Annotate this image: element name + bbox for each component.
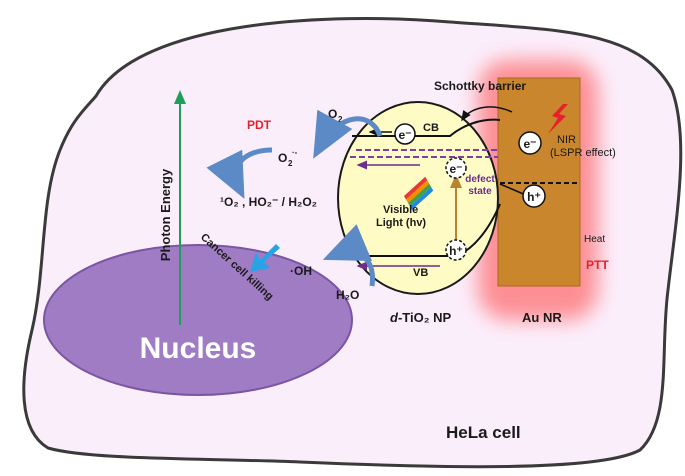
pdt-label: PDT: [247, 118, 272, 132]
electron-cb: [394, 123, 416, 145]
nucleus: [43, 244, 353, 396]
superoxide-label: O 2 ·-: [278, 148, 298, 168]
hole-au: [522, 184, 546, 208]
conduction-band: [352, 118, 501, 137]
svg-text:2: 2: [288, 159, 293, 168]
nucleus-label: Nucleus: [140, 332, 257, 365]
defect-state-line2: state: [468, 186, 492, 197]
tio2-np-label: d-TiO₂ NP: [390, 310, 451, 325]
svg-text:O: O: [278, 151, 287, 165]
ros-species-label: ¹O₂ , HO₂⁻ / H₂O₂: [220, 195, 317, 209]
electron-cb-label: e⁻: [398, 128, 411, 142]
nir-line2: (LSPR effect): [550, 147, 616, 159]
water-label: H₂O: [336, 288, 359, 302]
hela-cell-label: HeLa cell: [446, 423, 521, 442]
schottky-injection-arrow: [461, 106, 513, 122]
photon-energy-label: Photon Energy: [158, 168, 173, 261]
svg-text:O: O: [328, 107, 337, 121]
heat-label: Heat: [584, 234, 605, 245]
visible-light-line1: Visible: [383, 204, 418, 216]
hole-vb: [445, 239, 467, 261]
defect-state-line1: defect: [465, 174, 495, 185]
electron-defect: [445, 157, 467, 179]
au-nr-label: Au NR: [522, 310, 562, 325]
cb-label: CB: [423, 122, 439, 134]
visible-light-icon: [404, 176, 434, 210]
cancer-killing-arrow-icon: [250, 244, 280, 272]
o2-to-superoxide-arrow: [313, 109, 383, 159]
svg-text:·-: ·-: [292, 148, 298, 157]
electron-defect-label: e⁻: [449, 162, 462, 176]
vb-label: VB: [413, 267, 428, 279]
superoxide-to-ros-arrow: [206, 147, 273, 199]
water-to-hydroxyl-arrow: [322, 224, 375, 287]
hole-vb-label: h⁺: [449, 244, 463, 258]
electron-au: [518, 131, 542, 155]
hydroxyl-label: ·OH: [290, 264, 312, 278]
nir-line1: NIR: [557, 134, 576, 146]
hole-au-label: h⁺: [527, 190, 541, 204]
ptt-label: PTT: [586, 258, 609, 272]
schottky-barrier-label: Schottky barrier: [434, 79, 526, 93]
nir-lightning-icon: [548, 104, 568, 134]
visible-light-line2: Light (hv): [376, 217, 426, 229]
electron-au-label: e⁻: [523, 137, 536, 151]
